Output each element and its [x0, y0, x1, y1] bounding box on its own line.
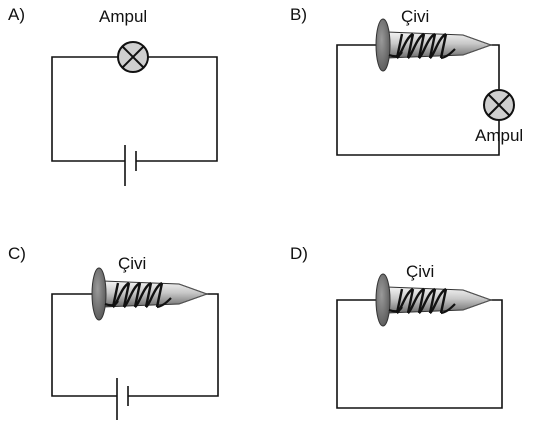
- panel-b-nail-label: Çivi: [401, 7, 430, 26]
- lamp-icon: [117, 41, 149, 73]
- panel-b-letter: B): [290, 5, 307, 24]
- circuit-b: [336, 17, 515, 156]
- panel-c-letter: C): [8, 244, 26, 263]
- lamp-icon: [483, 89, 515, 121]
- circuit-c: [51, 266, 219, 420]
- battery-icon: [116, 378, 129, 420]
- panel-b-lamp-label: Ampul: [475, 126, 524, 145]
- nail-coil-icon: [374, 17, 493, 73]
- circuit-d: [336, 272, 503, 409]
- panel-d-letter: D): [290, 244, 308, 263]
- circuit-a: [51, 41, 218, 186]
- battery-icon: [124, 145, 137, 186]
- panel-a-letter: A): [8, 5, 25, 24]
- panel-c-nail-label: Çivi: [118, 254, 147, 273]
- nail-coil-icon: [90, 266, 209, 322]
- panel-d-nail-label: Çivi: [406, 262, 435, 281]
- panel-a-lamp-label: Ampul: [99, 7, 148, 26]
